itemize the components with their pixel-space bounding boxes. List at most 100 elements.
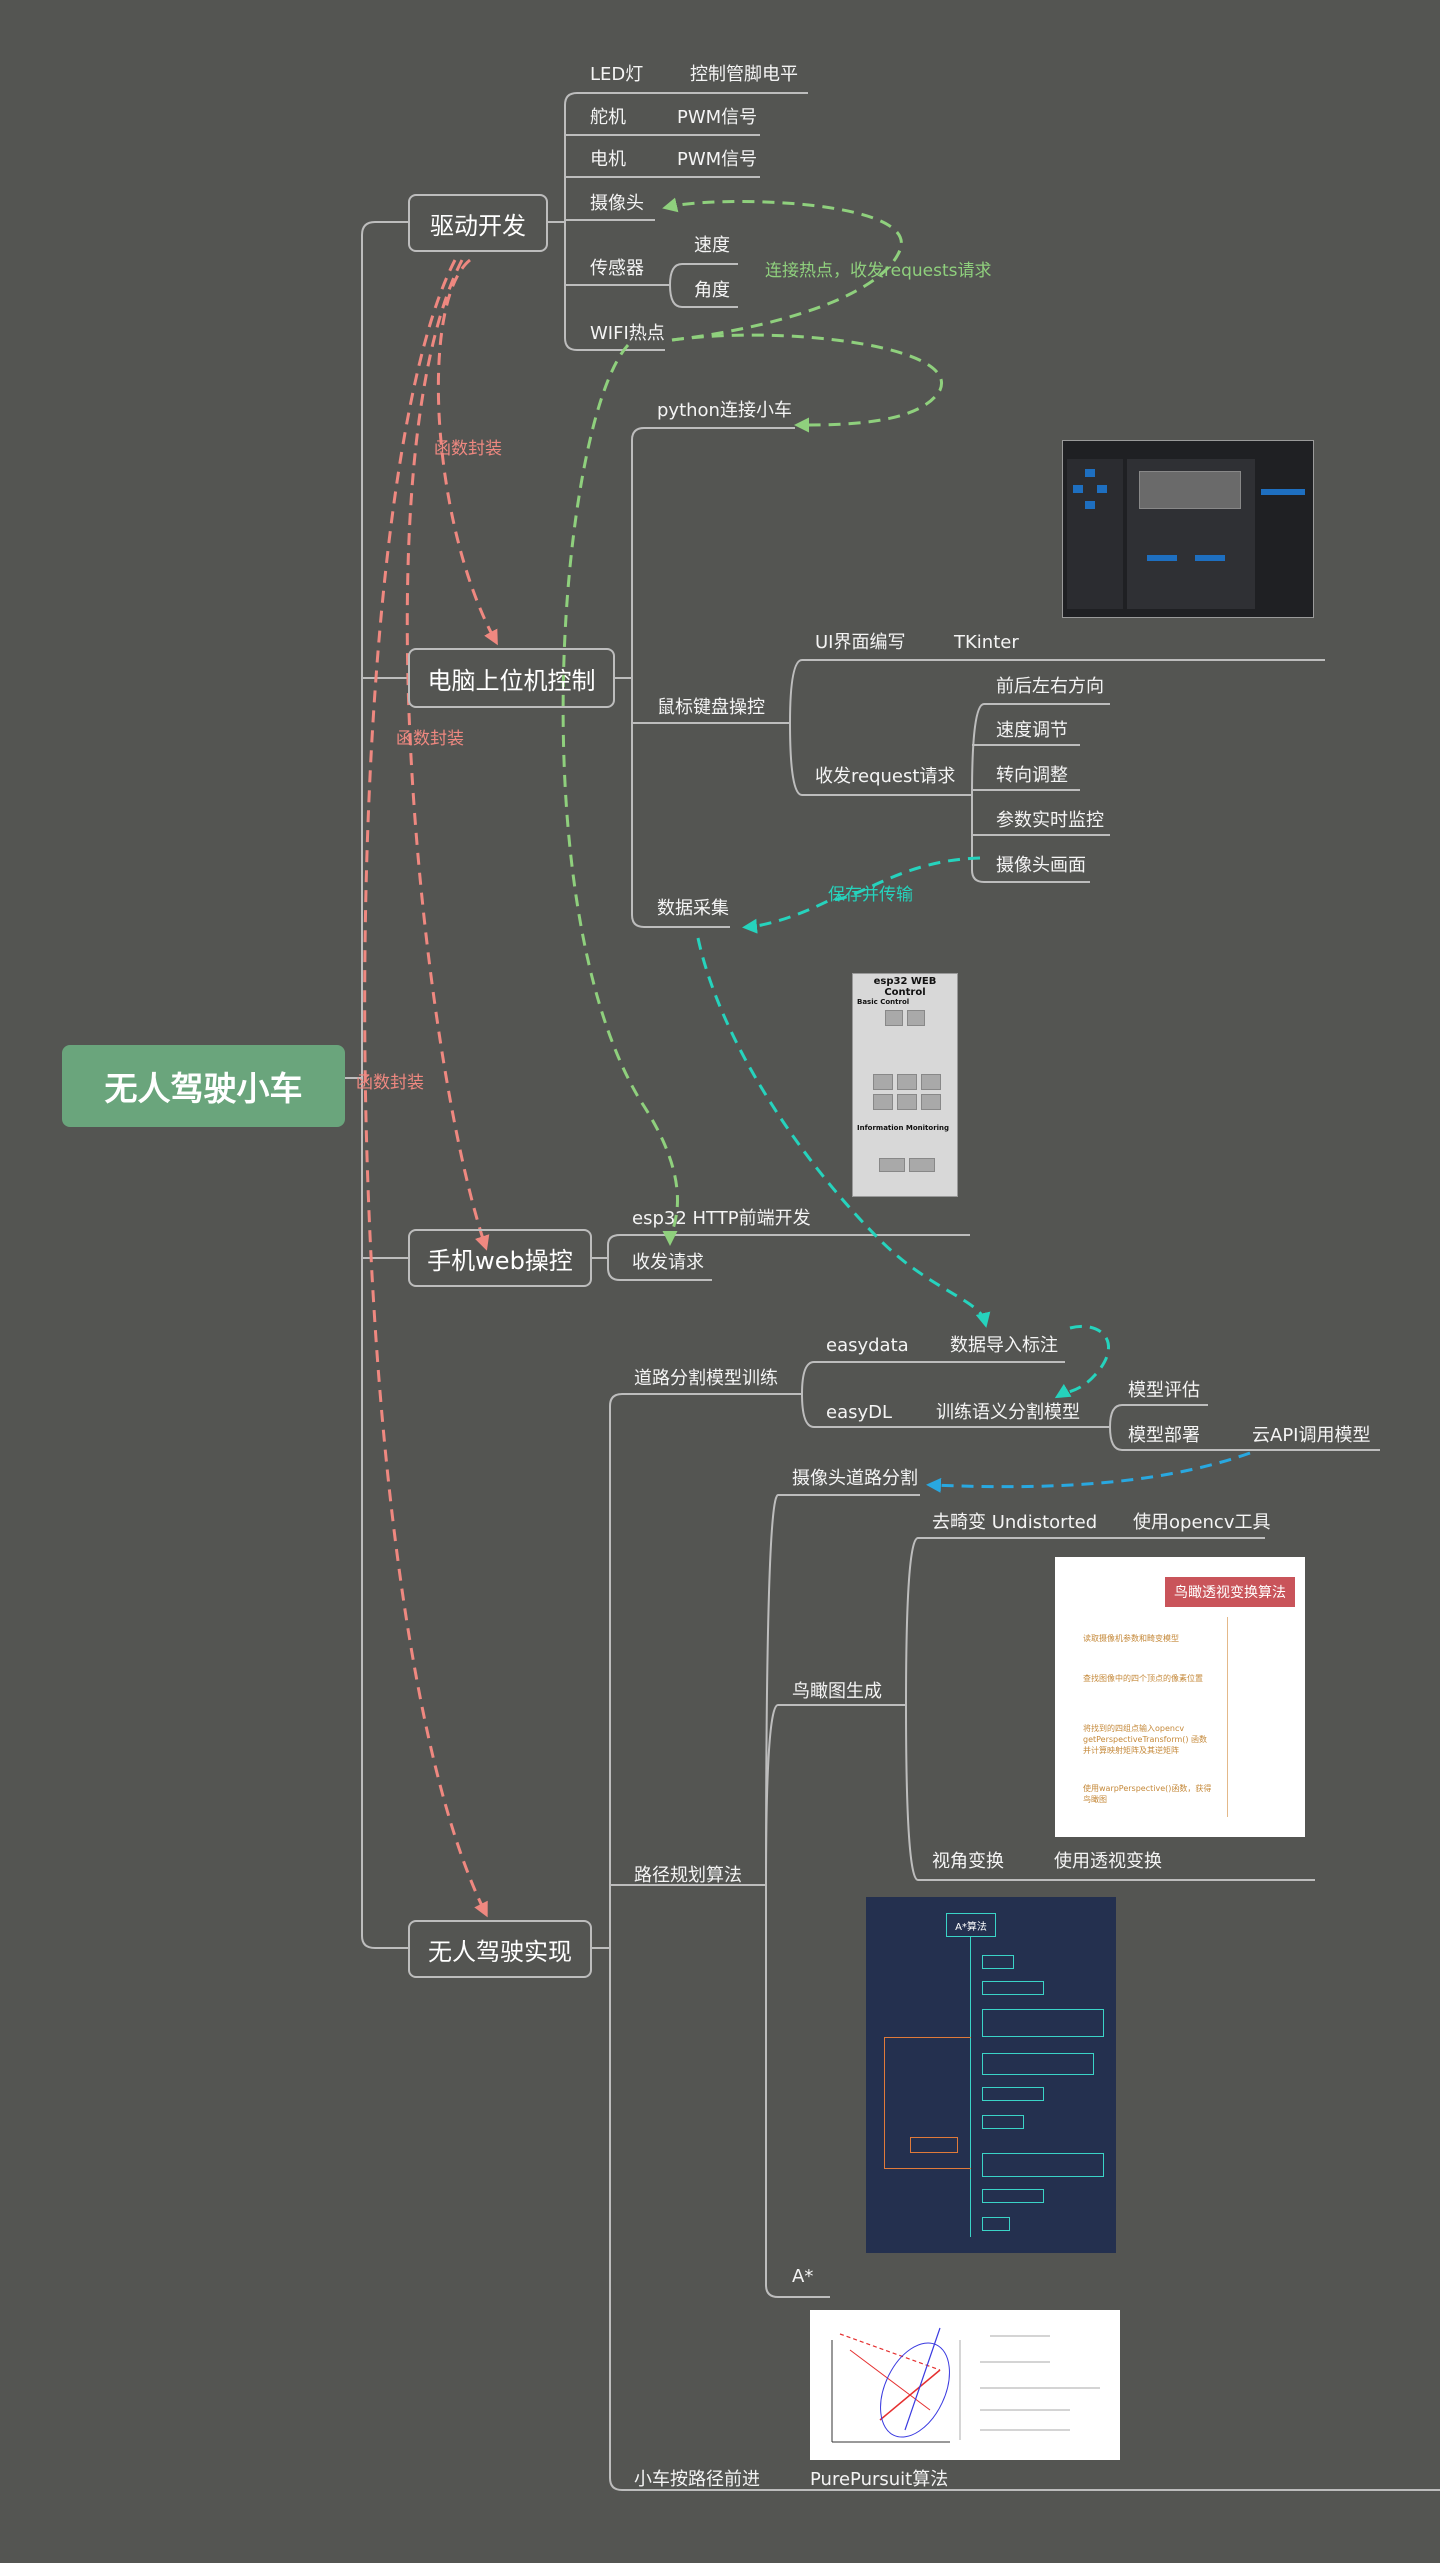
astar-step	[982, 2115, 1024, 2129]
label-servo-sub[interactable]: PWM信号	[677, 107, 758, 128]
label-follow[interactable]: 小车按路径前进	[634, 2469, 760, 2490]
root-node[interactable]: 无人驾驶小车	[62, 1045, 345, 1127]
app-side-panel	[1067, 459, 1123, 609]
astar-spine	[970, 1937, 971, 2237]
label-mouse[interactable]: 鼠标键盘操控	[657, 697, 765, 718]
esp-button	[873, 1074, 893, 1090]
label-bird[interactable]: 鸟瞰图生成	[792, 1681, 882, 1702]
esp-title: esp32 WEB Control	[873, 976, 937, 998]
label-deploy[interactable]: 模型部署	[1128, 1425, 1200, 1446]
label-tkinter[interactable]: TKinter	[954, 632, 1019, 653]
esp-button	[921, 1094, 941, 1110]
label-esp[interactable]: esp32 HTTP前端开发	[632, 1208, 811, 1229]
esp-button	[907, 1010, 925, 1026]
esp-info-heading: Information Monitoring	[857, 1124, 950, 1132]
note-wrap-2: 函数封装	[396, 729, 464, 749]
bird-step: 使用warpPerspective()函数，获得鸟瞰图	[1083, 1784, 1212, 1804]
label-request[interactable]: 收发request请求	[815, 766, 956, 787]
app-button	[1085, 469, 1095, 477]
node-pc[interactable]: 电脑上位机控制	[408, 648, 615, 708]
astar-flowchart: A*算法	[866, 1897, 1116, 2253]
bird-step: 查找图像中的四个顶点的像素位置	[1083, 1674, 1203, 1683]
bird-step: 将找到的四组点输入opencv getPerspectiveTransform(…	[1083, 1724, 1208, 1755]
note-save: 保存并传输	[828, 885, 913, 905]
app-button	[1261, 489, 1305, 495]
label-path[interactable]: 路径规划算法	[634, 1865, 742, 1886]
label-camera[interactable]: 摄像头	[590, 193, 644, 214]
label-eval[interactable]: 模型评估	[1128, 1380, 1200, 1401]
label-servo[interactable]: 舵机	[590, 107, 626, 128]
esp-button	[873, 1094, 893, 1110]
label-motor-sub[interactable]: PWM信号	[677, 149, 758, 170]
label-train[interactable]: 训练语义分割模型	[936, 1402, 1080, 1423]
note-hotspot: 连接热点，收发requests请求	[765, 261, 992, 281]
label-speed-adj[interactable]: 速度调节	[996, 720, 1068, 741]
label-persp[interactable]: 使用透视变换	[1054, 1851, 1162, 1872]
node-auto[interactable]: 无人驾驶实现	[408, 1920, 592, 1978]
node-web[interactable]: 手机web操控	[408, 1229, 592, 1287]
label-wifi[interactable]: WIFI热点	[590, 323, 665, 344]
astar-step	[982, 2087, 1044, 2101]
label-led-sub[interactable]: 控制管脚电平	[690, 64, 798, 85]
label-opencv[interactable]: 使用opencv工具	[1133, 1512, 1271, 1533]
app-button	[1085, 501, 1095, 509]
esp-button	[897, 1074, 917, 1090]
pure-pursuit-drawing	[831, 2327, 1100, 2443]
label-pp[interactable]: PurePursuit算法	[810, 2469, 949, 2490]
pc-app-screenshot	[1062, 440, 1314, 618]
astar-step	[982, 2009, 1104, 2037]
label-annotate[interactable]: 数据导入标注	[950, 1335, 1058, 1356]
label-undist[interactable]: 去畸变 Undistorted	[932, 1512, 1098, 1533]
label-easydata[interactable]: easydata	[826, 1335, 909, 1356]
app-camera-view	[1139, 471, 1241, 509]
astar-step	[982, 2053, 1094, 2075]
note-wrap-3: 函数封装	[356, 1073, 424, 1093]
astar-step	[982, 2153, 1104, 2177]
label-cloud[interactable]: 云API调用模型	[1252, 1425, 1371, 1446]
label-monitor[interactable]: 参数实时监控	[996, 810, 1104, 831]
label-speed[interactable]: 速度	[694, 235, 730, 256]
esp32-web-screenshot: esp32 WEB Control Basic Control Informat…	[852, 973, 958, 1197]
label-angle[interactable]: 角度	[694, 280, 730, 301]
astar-step	[982, 2217, 1010, 2231]
bird-title: 鸟瞰透视变换算法	[1165, 1577, 1295, 1607]
note-wrap-1: 函数封装	[434, 439, 502, 459]
esp-button	[921, 1074, 941, 1090]
label-led[interactable]: LED灯	[590, 64, 644, 85]
bird-view-algorithm-figure: 鸟瞰透视变换算法 读取摄像机参数和畸变模型 查找图像中的四个顶点的像素位置 将找…	[1055, 1557, 1305, 1837]
label-req[interactable]: 收发请求	[632, 1252, 704, 1273]
label-motor[interactable]: 电机	[590, 149, 626, 170]
esp-basic-heading: Basic Control	[857, 998, 910, 1006]
astar-step	[982, 2189, 1044, 2203]
label-collect[interactable]: 数据采集	[657, 898, 729, 919]
label-astar[interactable]: A*	[792, 2266, 814, 2287]
astar-step	[910, 2137, 958, 2153]
esp-button	[879, 1158, 905, 1172]
label-ui[interactable]: UI界面编写	[815, 632, 906, 653]
bird-divider	[1227, 1617, 1228, 1817]
label-easydl[interactable]: easyDL	[826, 1402, 893, 1423]
label-cam-view[interactable]: 摄像头画面	[996, 855, 1086, 876]
astar-title: A*算法	[946, 1913, 996, 1937]
label-sensor[interactable]: 传感器	[590, 258, 644, 279]
label-seg[interactable]: 道路分割模型训练	[634, 1368, 778, 1389]
node-driver[interactable]: 驱动开发	[408, 194, 548, 252]
label-dir[interactable]: 前后左右方向	[996, 676, 1104, 697]
astar-step	[982, 1981, 1044, 1995]
astar-step	[982, 1955, 1014, 1969]
app-button	[1147, 555, 1177, 561]
esp-button	[909, 1158, 935, 1172]
pure-pursuit-figure	[810, 2310, 1120, 2460]
esp-button	[885, 1010, 903, 1026]
app-button	[1073, 485, 1083, 493]
esp-button	[897, 1094, 917, 1110]
label-python[interactable]: python连接小车	[657, 400, 792, 421]
label-camseg[interactable]: 摄像头道路分割	[792, 1468, 918, 1489]
label-turn[interactable]: 转向调整	[996, 765, 1068, 786]
app-button	[1097, 485, 1107, 493]
label-view[interactable]: 视角变换	[932, 1851, 1004, 1872]
bird-step: 读取摄像机参数和畸变模型	[1083, 1634, 1179, 1643]
astar-loop	[884, 2037, 971, 2169]
app-button	[1195, 555, 1225, 561]
